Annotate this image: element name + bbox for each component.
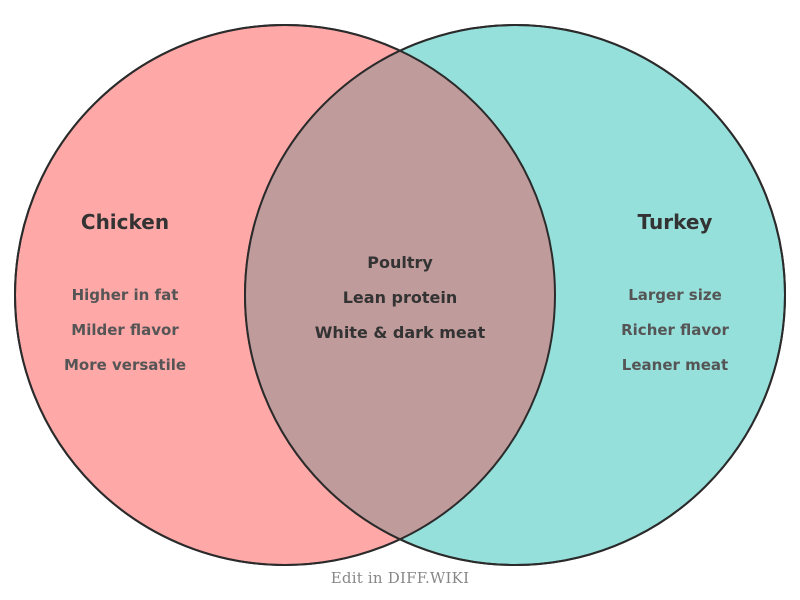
intersection-region[interactable] bbox=[245, 25, 785, 565]
left-set-circle-outline bbox=[14, 24, 556, 566]
right-set-circle-outline bbox=[244, 24, 786, 566]
